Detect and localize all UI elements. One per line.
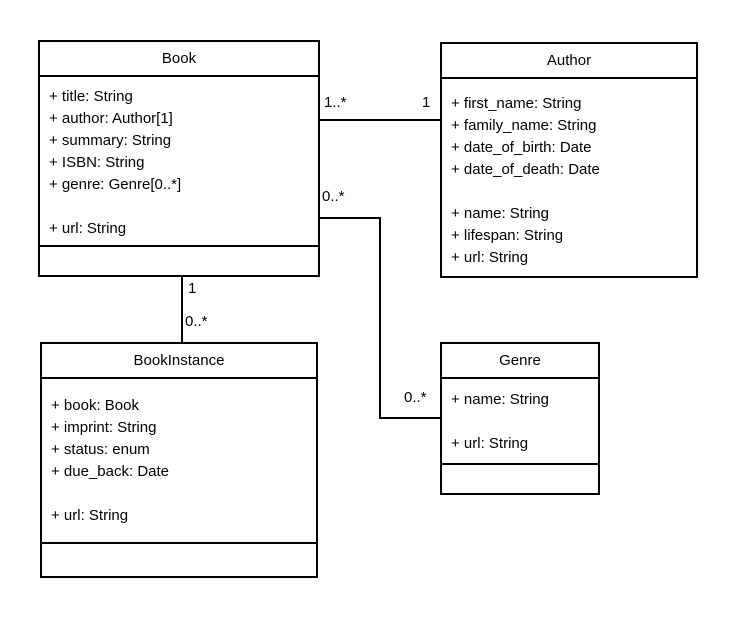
class-box-genre: Genre + name: String + url: String: [440, 342, 600, 495]
class-methods-empty: [40, 245, 318, 275]
attribute-row: + status: enum: [51, 441, 150, 458]
attribute-row: + ISBN: String: [49, 154, 145, 171]
class-attributes: + book: Book + imprint: String + status:…: [42, 379, 316, 542]
attribute-row: + url: String: [51, 507, 129, 524]
attribute-row: + genre: Genre[0..*]: [49, 176, 182, 193]
class-box-book: Book + title: String + author: Author[1]…: [38, 40, 320, 277]
attribute-row: + due_back: Date: [51, 463, 170, 480]
attribute-row: + title: String: [49, 88, 133, 105]
multiplicity-book-genre-source: 0..*: [322, 188, 345, 205]
attribute-row: + url: String: [451, 249, 529, 266]
multiplicity-book-author-source: 1..*: [324, 94, 347, 111]
class-methods-empty: [42, 542, 316, 576]
class-methods-empty: [442, 463, 598, 493]
multiplicity-book-genre-target: 0..*: [404, 389, 427, 406]
attribute-row: + name: String: [451, 391, 549, 408]
attribute-row: + lifespan: String: [451, 227, 564, 244]
attribute-row: [451, 411, 592, 433]
attribute-row: + url: String: [49, 220, 127, 237]
attribute-row: [51, 483, 310, 505]
class-attributes: + first_name: String + family_name: Stri…: [442, 79, 696, 276]
attribute-row: + date_of_death: Date: [451, 161, 600, 178]
attribute-row: + imprint: String: [51, 419, 157, 436]
multiplicity-book-bookinstance-source: 1: [188, 280, 197, 297]
class-title: BookInstance: [42, 344, 316, 379]
attribute-row: + book: Book: [51, 397, 139, 414]
attribute-row: + url: String: [451, 435, 529, 452]
class-title: Genre: [442, 344, 598, 379]
attribute-row: + first_name: String: [451, 95, 582, 112]
attribute-row: + family_name: String: [451, 117, 597, 134]
class-title: Book: [40, 42, 318, 77]
class-attributes: + name: String + url: String: [442, 379, 598, 463]
multiplicity-book-bookinstance-target: 0..*: [185, 313, 208, 330]
class-title: Author: [442, 44, 696, 79]
attribute-row: + date_of_birth: Date: [451, 139, 592, 156]
attribute-row: + author: Author[1]: [49, 110, 173, 127]
class-attributes: + title: String + author: Author[1] + su…: [40, 77, 318, 245]
attribute-row: + summary: String: [49, 132, 172, 149]
attribute-row: + name: String: [451, 205, 549, 222]
association-book-genre: [320, 217, 440, 419]
attribute-row: [49, 196, 312, 218]
class-box-author: Author + first_name: String + family_nam…: [440, 42, 698, 278]
attribute-row: [451, 181, 690, 203]
class-box-bookinstance: BookInstance + book: Book + imprint: Str…: [40, 342, 318, 578]
multiplicity-book-author-target: 1: [422, 94, 431, 111]
